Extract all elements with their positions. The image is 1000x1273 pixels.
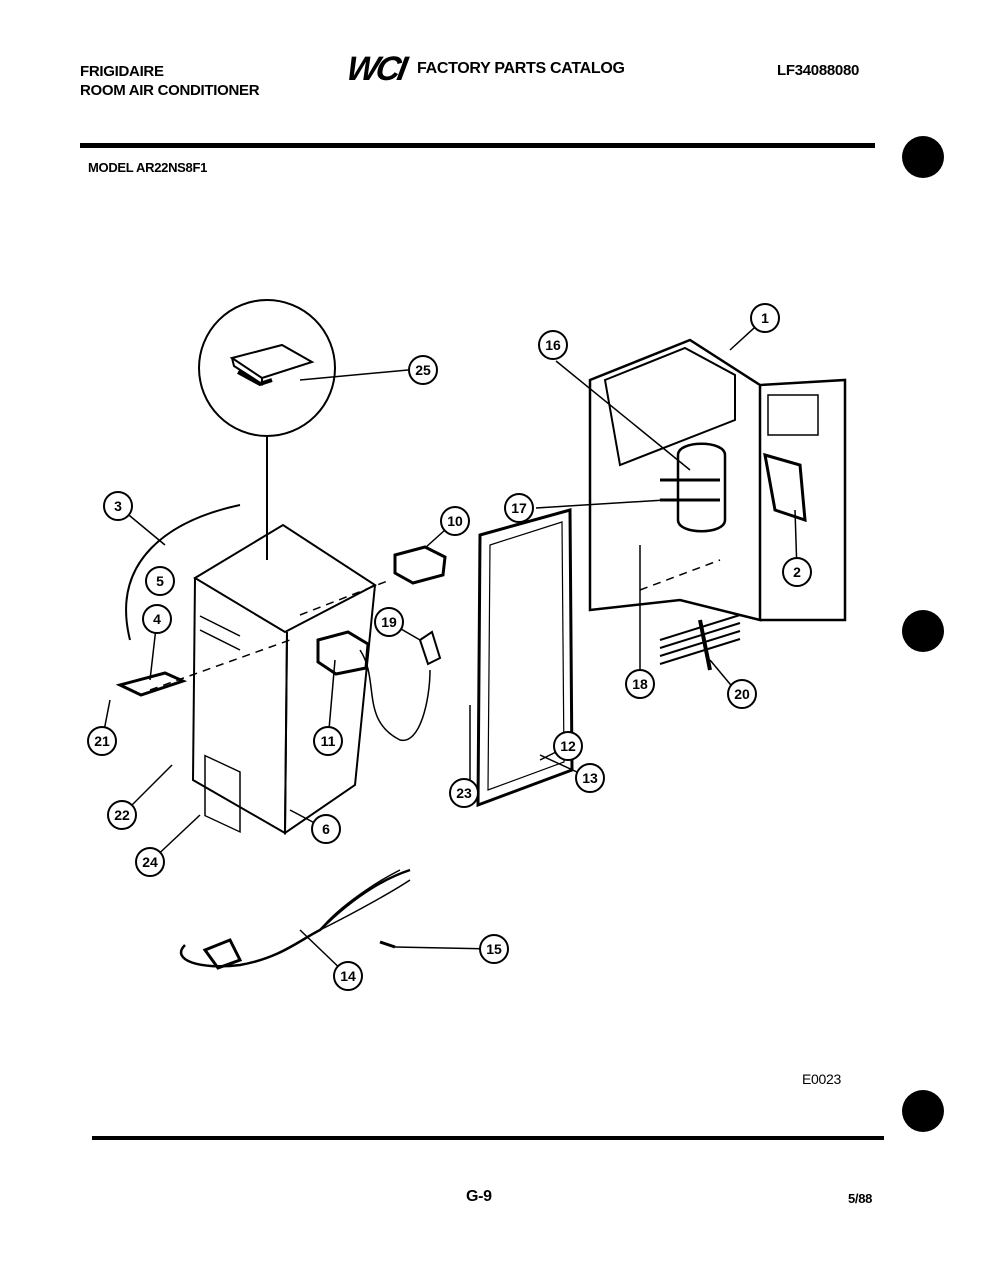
binder-hole bbox=[902, 610, 944, 652]
callout-part-4: 4 bbox=[142, 604, 172, 634]
callout-part-1: 1 bbox=[750, 303, 780, 333]
binder-hole bbox=[902, 1090, 944, 1132]
callout-part-15: 15 bbox=[479, 934, 509, 964]
product-type: ROOM AIR CONDITIONER bbox=[80, 82, 260, 99]
footer-rule bbox=[92, 1136, 884, 1140]
brand-name: FRIGIDAIRE bbox=[80, 63, 164, 80]
callout-part-25: 25 bbox=[408, 355, 438, 385]
control-box-top bbox=[193, 523, 377, 634]
catalog-code: LF34088080 bbox=[777, 62, 860, 79]
callout-part-16: 16 bbox=[538, 330, 568, 360]
header-rule bbox=[80, 143, 875, 148]
detail-part bbox=[229, 343, 315, 386]
catalog-title: FACTORY PARTS CATALOG bbox=[417, 60, 625, 77]
callout-part-12: 12 bbox=[553, 731, 583, 761]
revision-date: 5/88 bbox=[848, 1191, 873, 1206]
callout-part-20: 20 bbox=[727, 679, 757, 709]
callout-part-3: 3 bbox=[103, 491, 133, 521]
model-number: MODEL AR22NS8F1 bbox=[88, 160, 208, 175]
callout-part-10: 10 bbox=[440, 506, 470, 536]
callout-part-14: 14 bbox=[333, 961, 363, 991]
binder-hole bbox=[902, 136, 944, 178]
callout-part-2: 2 bbox=[782, 557, 812, 587]
callout-part-6: 6 bbox=[311, 814, 341, 844]
callout-part-18: 18 bbox=[625, 669, 655, 699]
diagram-reference: E0023 bbox=[802, 1071, 841, 1087]
callout-part-22: 22 bbox=[107, 800, 137, 830]
callout-part-24: 24 bbox=[135, 847, 165, 877]
detail-magnifier bbox=[198, 299, 336, 437]
callout-part-23: 23 bbox=[449, 778, 479, 808]
callout-part-5: 5 bbox=[145, 566, 175, 596]
callout-part-19: 19 bbox=[374, 607, 404, 637]
brand-header: FRIGIDAIRE ROOM AIR CONDITIONER bbox=[80, 62, 260, 100]
callout-part-13: 13 bbox=[575, 763, 605, 793]
part-4-bracket bbox=[115, 671, 188, 697]
page-number: G-9 bbox=[466, 1188, 492, 1205]
callout-part-17: 17 bbox=[504, 493, 534, 523]
callout-part-21: 21 bbox=[87, 726, 117, 756]
callout-part-11: 11 bbox=[313, 726, 343, 756]
